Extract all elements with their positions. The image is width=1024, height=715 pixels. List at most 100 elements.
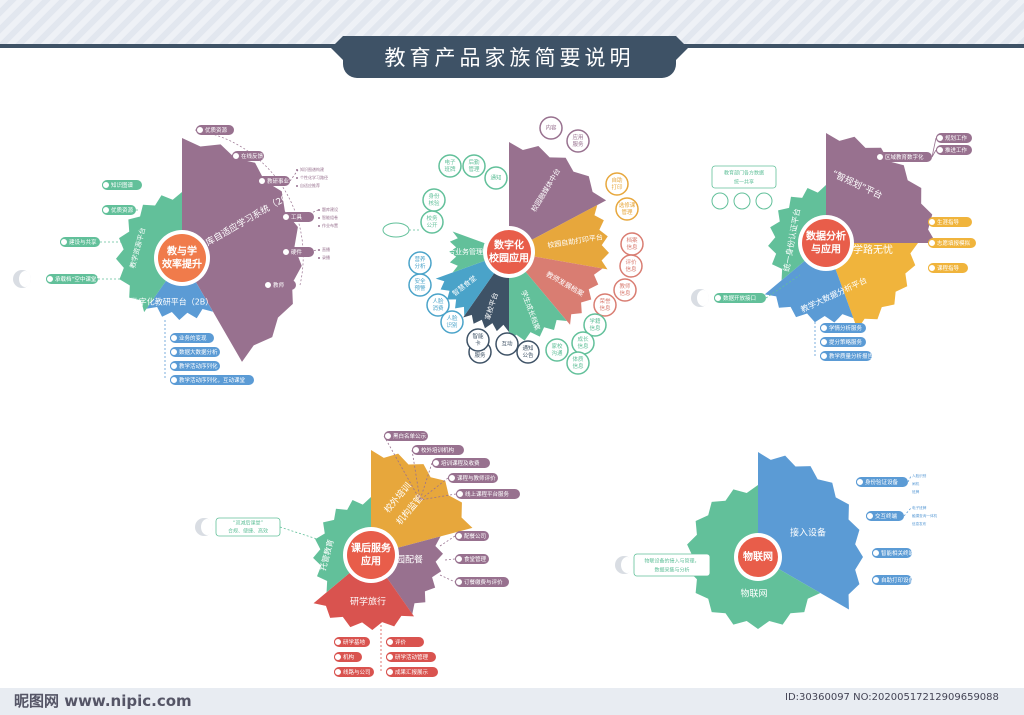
sector-label-teaching-research: 数字化教研平台（2B） (131, 297, 214, 307)
tag-data-6-dot (820, 324, 828, 332)
tag-teach-resource-1-text: 优质资源 (111, 206, 134, 214)
sector-label-after-2: 研学旅行 (350, 596, 386, 608)
tag-data-4-text: 志愿填报模拟 (937, 239, 971, 247)
tag-after-5-bg (455, 531, 489, 541)
bubble-campus-17-text: 人脸 (432, 297, 444, 305)
tag-after-03: 课程与教师评价 (448, 473, 498, 483)
tag-data-3-dot (928, 218, 936, 226)
knob-after-inner (201, 519, 213, 535)
bubble-campus-extra (382, 222, 410, 238)
subtag-link-teach-1 (301, 209, 319, 218)
center-after-label: 应用 (361, 555, 381, 568)
tag-after-12-bg (386, 637, 424, 647)
tag-after-01-dot (412, 446, 420, 454)
link-data-1 (931, 149, 937, 158)
tag-teach-resource-3-bg (46, 274, 98, 284)
tag-data-2: 推进工作 (936, 145, 972, 155)
center-after (347, 531, 395, 579)
tag-after-11-dot (334, 668, 342, 676)
sector-after-2 (313, 569, 415, 630)
subtag-teach-2: 自适应推荐 (300, 182, 320, 188)
tag-data-10-text: 数据开放接口 (723, 294, 756, 302)
bubble-campus-22: 电子班牌 (438, 154, 462, 178)
tag-data-4: 志愿填报模拟 (928, 238, 976, 248)
bubble-campus-1-ring (566, 129, 590, 153)
center-data-label: 与应用 (811, 243, 841, 256)
tag-after-10-dot (334, 653, 342, 661)
tag-teach-resource-0-bg (102, 180, 142, 190)
tag-data-0-dot (876, 153, 884, 161)
bubble-campus-11-text: 沟通 (551, 349, 563, 357)
link-after-5 (439, 535, 456, 547)
tag-after-7-text: 订餐缴费与评价 (464, 578, 503, 586)
tag-after-7-bg (455, 577, 509, 587)
tag-teach-resource-1: 优质资源 (102, 205, 136, 215)
data-node-1 (733, 192, 751, 210)
bubble-campus-2-text: 自助 (611, 176, 623, 184)
tag-after-00-dot (384, 432, 392, 440)
bubble-campus-6-text: 教师 (619, 282, 631, 290)
tag-data-2-dot (936, 146, 944, 154)
sector-campus-5 (435, 259, 497, 316)
bubble-campus-18-ring (408, 273, 432, 297)
bubble-campus-17-text: 消费 (432, 304, 444, 312)
tag-data-0: 区域教育数字化 (876, 152, 932, 162)
link-data-0 (931, 137, 937, 158)
tag-teach-1-dot (232, 152, 240, 160)
tag-teach-research-0: 业务的变现 (170, 333, 214, 343)
tag-teach-4-bg (282, 247, 314, 257)
tag-after-02-dot (432, 459, 440, 467)
tag-data-0-text: 区域教育数字化 (885, 153, 924, 161)
tag-data-0-bg (876, 152, 932, 162)
tag-teach-3-dot (282, 213, 290, 221)
bubble-campus-3-text: 选修课 (619, 201, 636, 209)
knob-after (195, 518, 213, 536)
tag-teach-resource-2: 建设与共享 (60, 237, 100, 247)
sector-after-3 (313, 497, 371, 593)
subtag-dot-teach-5 (318, 225, 320, 227)
bubble-campus-3-ring (615, 197, 639, 221)
bubble-campus-15-text: 智能 (472, 332, 484, 340)
tag-teach-5: 教师 (264, 280, 296, 290)
tag-data-10-bg (714, 293, 766, 303)
subtag-link-teach-0 (289, 169, 299, 182)
sector-label-iot-1: 物联网 (740, 588, 767, 600)
tag-data-5-text: 课程指导 (937, 264, 960, 272)
bubble-campus-23-ring (462, 154, 486, 178)
tag-data-1: 规划工作 (936, 133, 972, 143)
bubble-campus-10-text: 信息 (572, 362, 584, 370)
tag-data-8-dot (820, 352, 828, 360)
sector-adaptive-learning (182, 138, 302, 362)
tag-data-6-bg (820, 323, 866, 333)
tag-teach-2: 教研事业 (258, 176, 290, 186)
bubble-campus-4-text: 档案 (626, 236, 638, 244)
knob-teach (13, 270, 31, 288)
subtag-dot-teach-1 (296, 177, 298, 179)
page-title: 教育产品家族简要说明 (343, 36, 676, 78)
tag-data-5-dot (928, 264, 936, 272)
tag-iot-0: 身份验证设备 (856, 477, 908, 487)
tag-data-3-bg (928, 217, 972, 227)
tag-teach-resource-1-dot (102, 206, 110, 214)
bubble-campus-14-text: 服务 (474, 351, 486, 359)
tag-iot-0-dot (856, 478, 864, 486)
tag-teach-research-3-text: 教学活动序列化，互动课堂 (179, 376, 246, 384)
tag-after-02-text: 培训课程及收费 (441, 459, 480, 467)
tag-data-1-bg (936, 133, 972, 143)
bubble-campus-15-text: 卡 (475, 339, 481, 347)
tag-teach-resource-0-text: 知识图谱 (111, 181, 134, 189)
bubble-campus-5-text: 评价 (625, 258, 637, 266)
note-iot-line1: 物联设备的接入与管理， (644, 558, 699, 565)
knob-data-inner (697, 290, 709, 306)
tag-iot-2-dot (872, 549, 880, 557)
bubble-campus-11-ring (545, 338, 569, 362)
bubble-campus-23-text: 管理 (468, 165, 480, 173)
bubble-campus-7-ring (593, 293, 617, 317)
tag-data-4-dot (928, 239, 936, 247)
bubble-campus-6-ring (613, 278, 637, 302)
